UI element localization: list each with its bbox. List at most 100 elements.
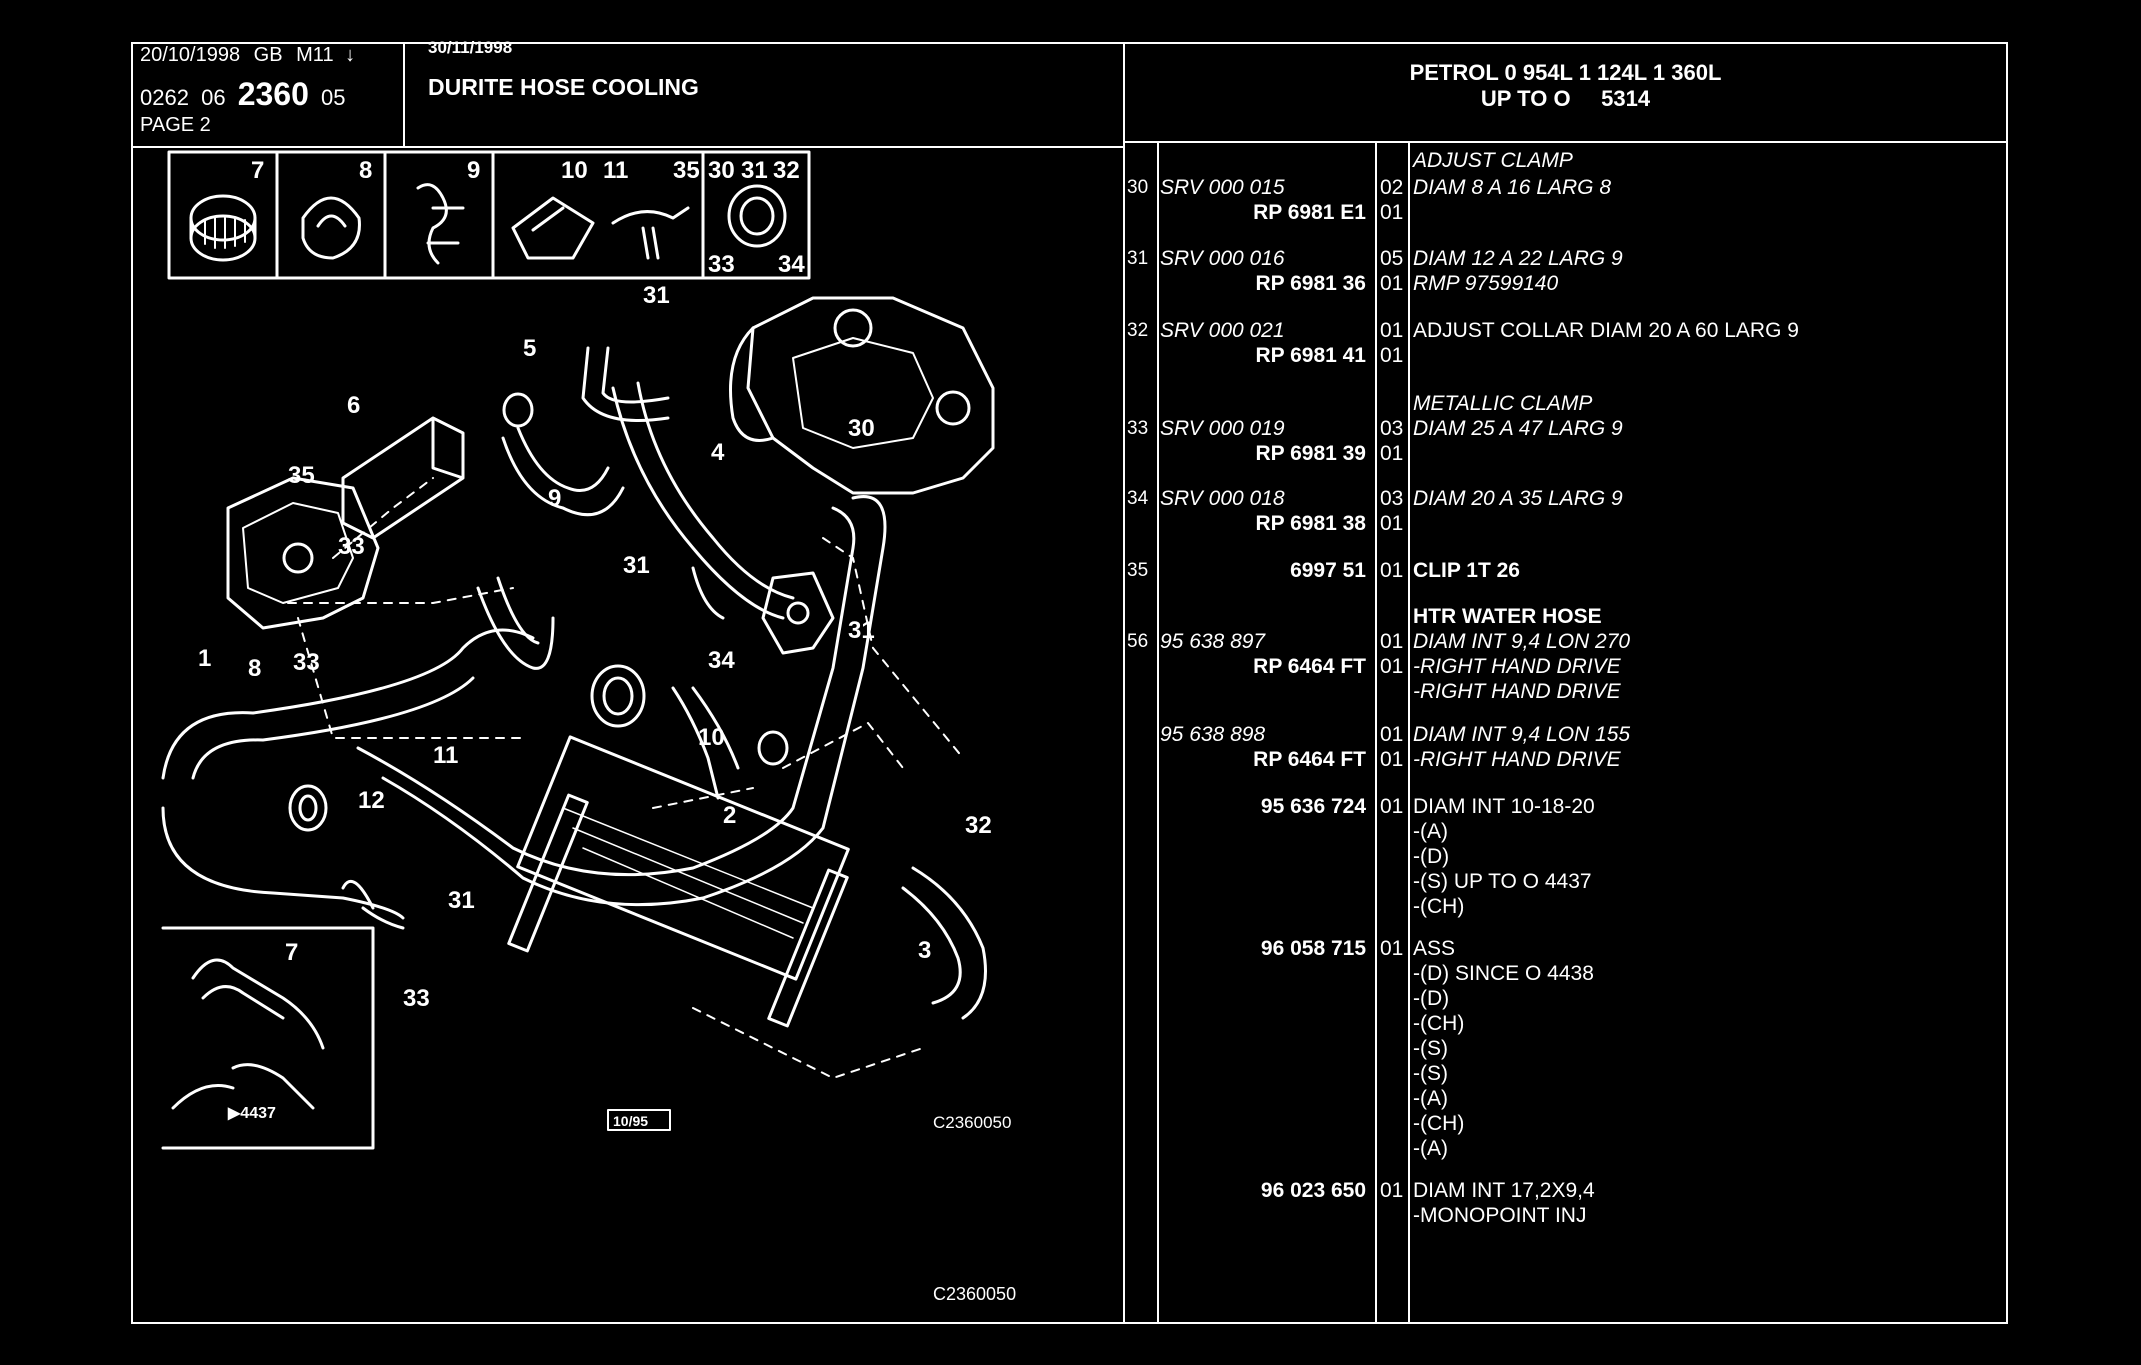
part-34-qty: 03 01 — [1380, 487, 1404, 535]
callout-35: 35 — [288, 462, 315, 489]
part-35-desc: CLIP 1T 26 — [1413, 559, 1520, 582]
hose-3 — [901, 866, 987, 1020]
ref-c: 05 — [321, 85, 346, 110]
part-32-num: 32 — [1127, 320, 1149, 341]
part-56-desc: DIAM INT 9,4 LON 270 -RIGHT HAND DRIVE -… — [1413, 630, 1631, 703]
part-95638898-desc: DIAM INT 9,4 LON 155 -RIGHT HAND DRIVE — [1413, 723, 1631, 771]
engine-line: PETROL 0 954L 1 124L 1 360L — [1409, 60, 1722, 85]
callout-31-b: 31 — [623, 552, 650, 579]
inset-box — [161, 926, 375, 1150]
part-95636724-desc: DIAM INT 10-18-20 -(A) -(D) -(S) UP TO O… — [1413, 795, 1595, 918]
part-96058715-qty: 01 — [1380, 937, 1404, 960]
hose-5 — [581, 346, 670, 422]
part-95638898-qty: 01 01 — [1380, 723, 1404, 771]
callout-6: 6 — [347, 392, 360, 419]
part-32-qty: 01 01 — [1380, 319, 1404, 367]
part-30-num: 30 — [1127, 177, 1149, 198]
callout-33-c: 33 — [403, 985, 430, 1012]
header-ref: 0262 06 2360 05 — [140, 76, 345, 113]
column-line-b — [1375, 141, 1377, 1324]
part-95636724-qty: 01 — [1380, 795, 1404, 818]
part-30-qty: 02 01 — [1380, 176, 1404, 224]
callout-5: 5 — [523, 335, 536, 362]
part-96023650-qty: 01 — [1380, 1179, 1404, 1202]
part-31-desc: DIAM 12 A 22 LARG 9 RMP 97599140 — [1413, 247, 1623, 295]
header-date2: 30/11/1998 — [428, 38, 513, 57]
page-number: PAGE 2 — [140, 114, 211, 136]
part-33-title: METALLIC CLAMP — [1413, 392, 1593, 415]
callout-10: 10 — [698, 724, 725, 751]
hose-2 — [356, 506, 856, 877]
part-33-desc: DIAM 25 A 47 LARG 9 — [1413, 417, 1623, 440]
part-30-title: ADJUST CLAMP — [1413, 149, 1573, 172]
thumb-label-30: 30 — [708, 157, 735, 184]
thumb-label-11: 11 — [603, 157, 628, 184]
callout-9: 9 — [548, 485, 561, 512]
part-56-qty: 01 01 — [1380, 630, 1404, 678]
callout-31-a: 31 — [643, 282, 670, 309]
date-box-text: 10/95 — [613, 1113, 648, 1129]
part-35-ref: 6997 51 — [1290, 559, 1366, 582]
part-96058715-ref: 96 058 715 — [1260, 937, 1366, 960]
callout-33-b: 33 — [293, 649, 320, 676]
callout-11: 11 — [433, 742, 458, 769]
callout-34: 34 — [708, 647, 735, 674]
part-32-desc: ADJUST COLLAR DIAM 20 A 60 LARG 9 — [1413, 319, 1799, 342]
thumb-label-9: 9 — [467, 157, 480, 184]
part-35-num: 35 — [1127, 560, 1149, 581]
header-divider-right — [1123, 141, 2008, 143]
part-34-ref: SRV 000 018 RP 6981 38 — [1160, 487, 1366, 535]
footer-code: C2360050 — [933, 1284, 1016, 1304]
callout-31-d: 31 — [448, 887, 475, 914]
thumb-label-10: 10 — [561, 157, 588, 184]
part-95638898-ref: 95 638 898 RP 6464 FT — [1160, 723, 1366, 771]
header-date: 20/10/1998 — [140, 44, 241, 66]
header-arrow: ↓ — [345, 44, 356, 66]
radiator — [516, 735, 850, 981]
callout-32: 32 — [965, 812, 992, 839]
part-95636724-ref: 95 636 724 — [1260, 795, 1366, 818]
date-box-frame — [607, 1109, 671, 1131]
column-line-c — [1408, 141, 1410, 1324]
hose-4 — [611, 381, 795, 620]
column-line-a — [1157, 141, 1159, 1324]
ref-a: 0262 — [140, 85, 189, 110]
header-model: M11 — [296, 44, 334, 66]
up-to-line: UP TO O 5314 — [1480, 86, 1651, 111]
callout-2: 2 — [723, 802, 736, 829]
part-31-num: 31 — [1127, 248, 1149, 269]
header-divider-left — [131, 146, 1123, 148]
divider-left-right — [1123, 42, 1125, 1324]
inset-note: ▶4437 — [227, 1105, 276, 1122]
hose-1 — [161, 628, 535, 780]
part-30-desc: DIAM 8 A 16 LARG 8 — [1413, 176, 1612, 199]
drawing-code: C2360050 — [933, 1113, 1011, 1132]
callout-7: 7 — [285, 939, 298, 966]
part-32-ref: SRV 000 021 RP 6981 41 — [1160, 319, 1366, 367]
part-30-ref: SRV 000 015 RP 6981 E1 — [1160, 176, 1366, 224]
part-96023650-ref: 96 023 650 — [1260, 1179, 1366, 1202]
thumb-label-34: 34 — [778, 251, 805, 278]
part-31-ref: SRV 000 016 RP 6981 36 — [1160, 247, 1366, 295]
thumb-label-8: 8 — [359, 157, 372, 184]
callout-33-a: 33 — [338, 533, 365, 560]
part-56-num: 56 — [1127, 631, 1149, 652]
part-34-desc: DIAM 20 A 35 LARG 9 — [1413, 487, 1623, 510]
exploded-diagram: 7 8 9 10 11 35 30 31 32 33 34 31 5 6 35 … — [161, 150, 1016, 1304]
thumbnails-strip — [167, 150, 811, 280]
part-33-num: 33 — [1127, 418, 1149, 439]
header-divider-vertical — [403, 42, 405, 146]
part-56-ref: 95 638 897 RP 6464 FT — [1160, 630, 1366, 678]
part-34-num: 34 — [1127, 488, 1149, 509]
part-56-title: HTR WATER HOSE — [1413, 605, 1602, 628]
part-33-qty: 03 01 — [1380, 417, 1404, 465]
ref-b: 06 — [201, 85, 226, 110]
callout-31-c: 31 — [848, 617, 875, 644]
header-left: 20/10/1998 GB M11 ↓ — [140, 44, 355, 67]
header-lang: GB — [253, 44, 283, 66]
callout-4: 4 — [711, 439, 725, 466]
callout-1: 1 — [198, 645, 211, 672]
page-title: DURITE HOSE COOLING — [428, 74, 699, 100]
part-31-qty: 05 01 — [1380, 247, 1404, 295]
thumb-label-35: 35 — [673, 157, 700, 184]
